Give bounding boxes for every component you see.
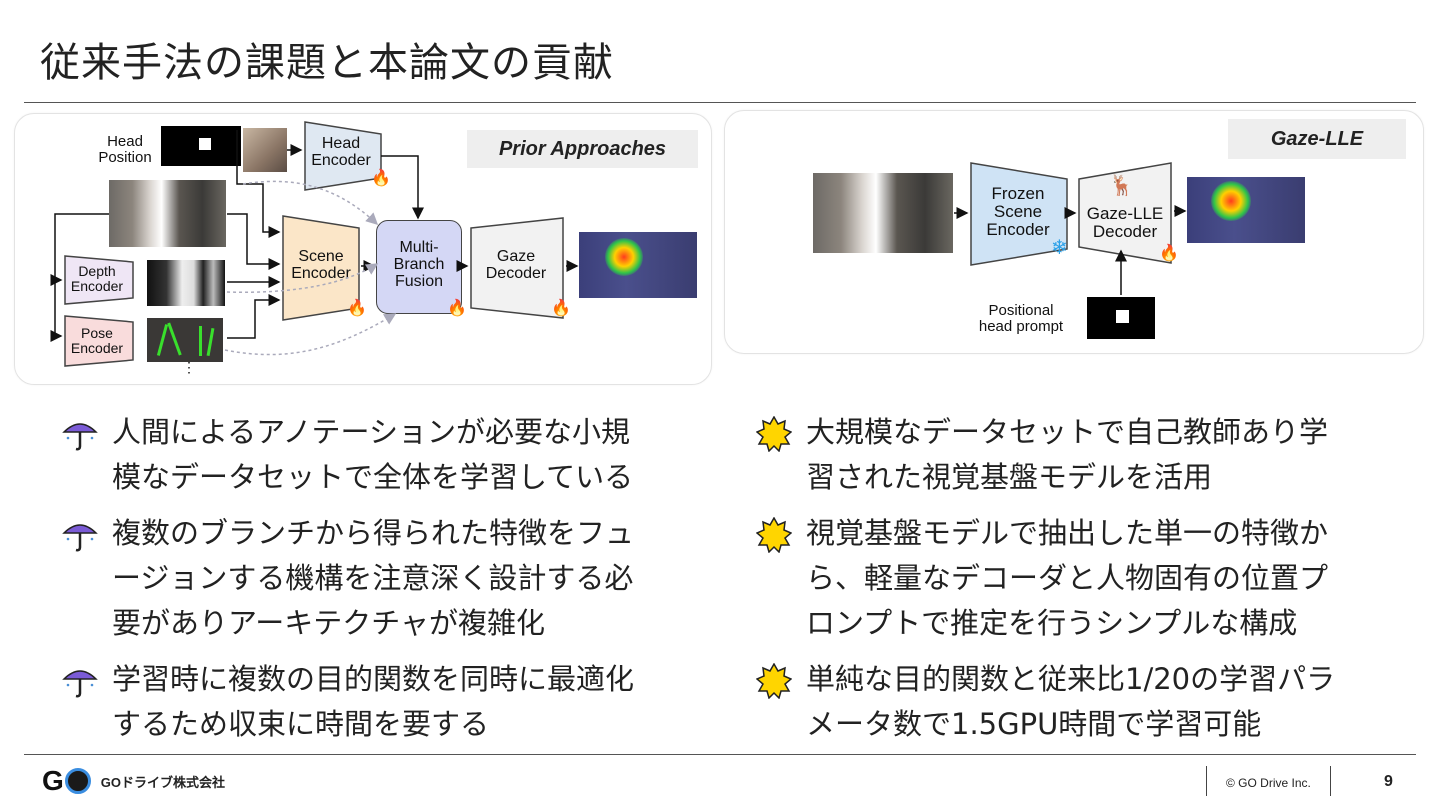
footer-separator bbox=[1330, 766, 1331, 796]
depth-encoder-block bbox=[64, 255, 134, 305]
trainable-flame-icon: 🔥 bbox=[551, 298, 571, 317]
list-item: 複数のブランチから得られた特徴をフュ ージョンする機構を注意深く設計する必 要が… bbox=[62, 511, 722, 646]
frozen-encoder-label: Frozen Scene Encoder bbox=[986, 184, 1050, 239]
gaze-decoder-label: Gaze Decoder bbox=[485, 248, 547, 282]
depth-encoder-label: Depth Encoder bbox=[70, 263, 124, 294]
pose-encoder-label: Pose Encoder bbox=[70, 325, 124, 356]
trainable-flame-icon: 🔥 bbox=[1159, 243, 1179, 262]
umbrella-icon bbox=[62, 670, 98, 698]
gazelle-logo-icon: 🦌 bbox=[1109, 173, 1134, 197]
prior-approaches-figure: Prior Approaches Head Position Head Enco… bbox=[14, 113, 712, 385]
head-encoder-block bbox=[304, 121, 382, 191]
more-modalities-ellipsis: ⋮ bbox=[182, 359, 196, 375]
pose-encoder-block bbox=[64, 315, 134, 367]
list-item: 学習時に複数の目的関数を同時に最適化 するため収束に時間を要する bbox=[62, 657, 722, 747]
bullet-text: 大規模なデータセットで自己教師あり学 習された視覚基盤モデルを活用 bbox=[806, 415, 1329, 494]
head-encoder-label: Head Encoder bbox=[311, 135, 371, 169]
sun-icon bbox=[756, 416, 792, 452]
page-title: 従来手法の課題と本論文の貢献 bbox=[40, 40, 614, 86]
footer-separator bbox=[1206, 766, 1207, 796]
logo-g: G bbox=[42, 765, 64, 796]
gaze-lle-decoder-block bbox=[1078, 162, 1172, 264]
list-item: 単純な目的関数と従来比1/20の学習パラ メータ数で1.5GPU時間で学習可能 bbox=[756, 657, 1426, 747]
contributions-list: 大規模なデータセットで自己教師あり学 習された視覚基盤モデルを活用 視覚基盤モデ… bbox=[756, 410, 1426, 758]
page-number: 9 bbox=[1384, 773, 1393, 790]
prior-issues-list: 人間によるアノテーションが必要な小規 模なデータセットで全体を学習している 複数… bbox=[62, 410, 722, 758]
frozen-encoder-block bbox=[970, 162, 1068, 266]
umbrella-icon bbox=[62, 524, 98, 552]
scene-encoder-block bbox=[282, 215, 360, 321]
scene-image bbox=[109, 180, 226, 247]
scene-encoder-label: Scene Encoder bbox=[291, 248, 351, 282]
list-item: 視覚基盤モデルで抽出した単一の特徴か ら、軽量なデコーダと人物固有の位置プ ロン… bbox=[756, 511, 1426, 646]
gaze-decoder-block bbox=[470, 217, 564, 319]
sun-icon bbox=[756, 663, 792, 699]
head-crop-image bbox=[243, 128, 287, 172]
output-heatmap-image bbox=[579, 232, 697, 298]
depth-map-image bbox=[147, 260, 225, 306]
prior-approaches-tag: Prior Approaches bbox=[467, 130, 698, 168]
positional-prompt-mask bbox=[1087, 297, 1155, 339]
sun-icon bbox=[756, 517, 792, 553]
positional-prompt-label: Positional head prompt bbox=[978, 302, 1064, 335]
copyright: © GO Drive Inc. bbox=[1226, 776, 1311, 790]
fusion-block bbox=[376, 220, 462, 314]
frozen-snowflake-icon: ❄ bbox=[1051, 235, 1068, 259]
company-logo: G GOドライブ株式会社 bbox=[42, 765, 226, 796]
footer-divider bbox=[24, 754, 1416, 755]
gaze-lle-decoder-label: Gaze-LLE Decoder bbox=[1086, 204, 1164, 241]
list-item: 人間によるアノテーションが必要な小規 模なデータセットで全体を学習している bbox=[62, 410, 722, 500]
list-item: 大規模なデータセットで自己教師あり学 習された視覚基盤モデルを活用 bbox=[756, 410, 1426, 500]
bullet-text: 視覚基盤モデルで抽出した単一の特徴か ら、軽量なデコーダと人物固有の位置プ ロン… bbox=[806, 516, 1329, 640]
bullet-text: 単純な目的関数と従来比1/20の学習パラ メータ数で1.5GPU時間で学習可能 bbox=[806, 662, 1336, 741]
head-position-mask bbox=[161, 126, 241, 166]
head-position-label: Head Position bbox=[98, 133, 152, 166]
trainable-flame-icon: 🔥 bbox=[447, 298, 467, 317]
gaze-lle-tag: Gaze-LLE bbox=[1228, 119, 1406, 159]
bullet-text: 学習時に複数の目的関数を同時に最適化 するため収束に時間を要する bbox=[112, 662, 635, 741]
bullet-text: 複数のブランチから得られた特徴をフュ ージョンする機構を注意深く設計する必 要が… bbox=[112, 516, 635, 640]
fusion-label: Multi- Branch Fusion bbox=[393, 239, 445, 290]
output-heatmap-image bbox=[1187, 177, 1305, 243]
title-divider bbox=[24, 102, 1416, 103]
flow-arrows bbox=[954, 205, 1187, 295]
gaze-lle-figure: Gaze-LLE Frozen Scene Encoder ❄ 🦌 Gaze-L… bbox=[724, 110, 1424, 354]
trainable-flame-icon: 🔥 bbox=[371, 168, 391, 187]
trainable-flame-icon: 🔥 bbox=[347, 298, 367, 317]
flow-arrows bbox=[50, 130, 579, 356]
umbrella-icon bbox=[62, 423, 98, 451]
logo-circle-icon bbox=[64, 768, 91, 794]
bullet-text: 人間によるアノテーションが必要な小規 模なデータセットで全体を学習している bbox=[112, 415, 634, 494]
pose-map-image bbox=[147, 318, 223, 362]
input-scene-image bbox=[813, 173, 953, 253]
company-name: GOドライブ株式会社 bbox=[100, 774, 226, 790]
